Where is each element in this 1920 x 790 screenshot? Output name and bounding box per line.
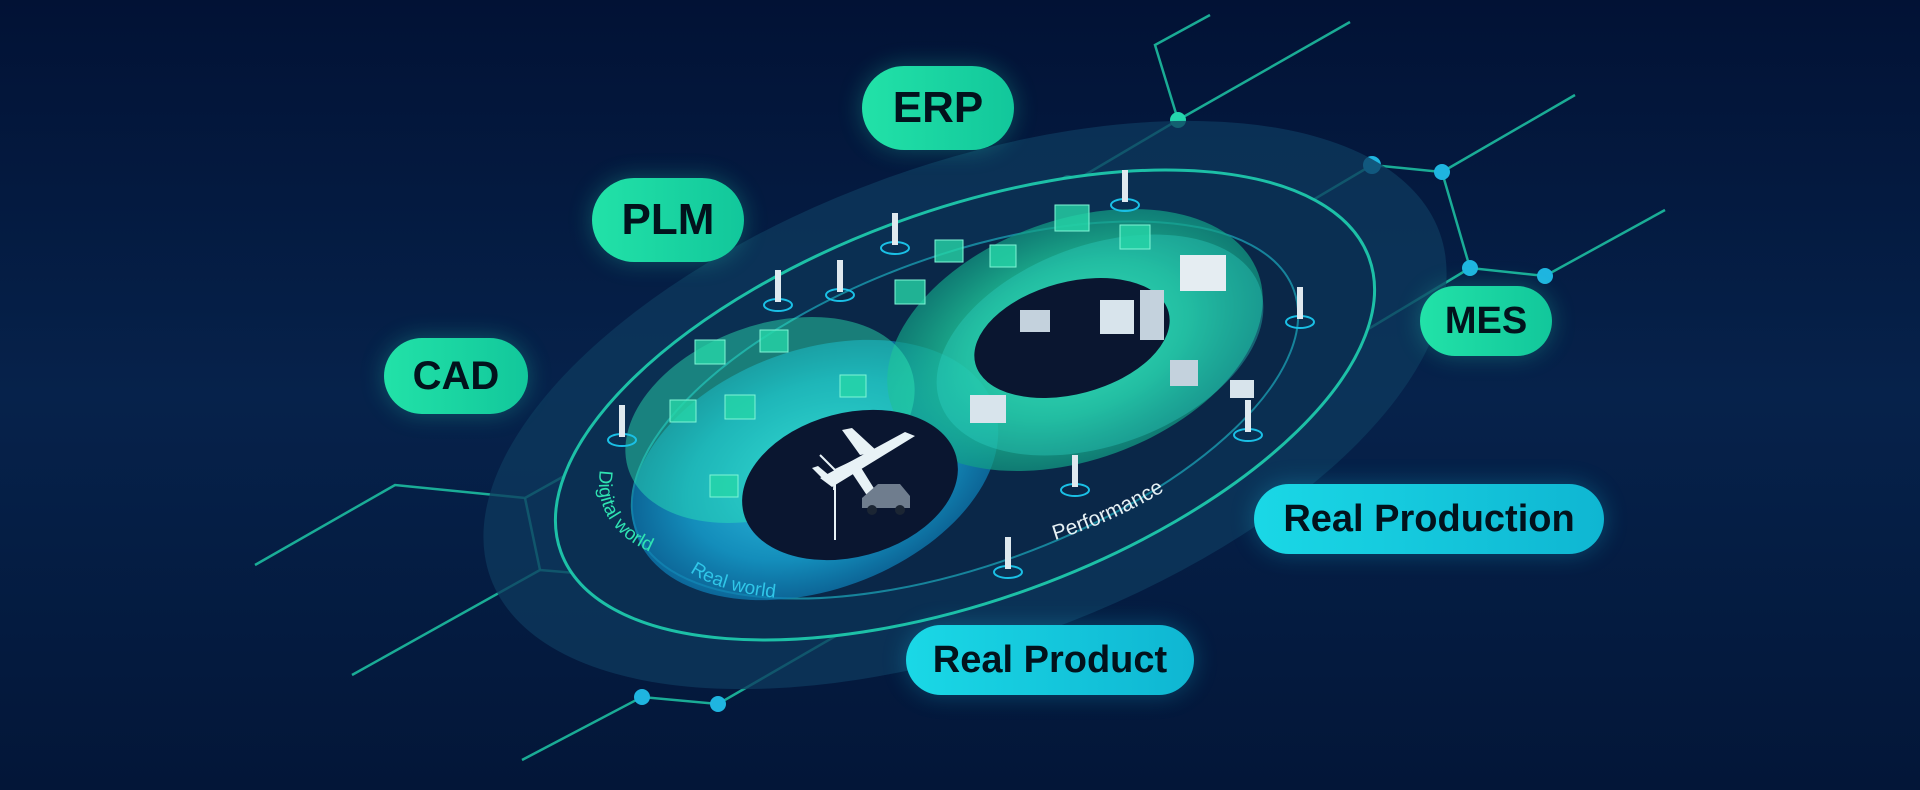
real-production-label: Real Production [1254, 484, 1604, 554]
machine-blocks [970, 255, 1254, 423]
erp-label: ERP [862, 66, 1014, 150]
cad-label: CAD [384, 338, 528, 414]
holo-screens [669, 204, 1151, 498]
product-core [742, 409, 958, 561]
people-markers [607, 170, 1315, 579]
car-icon [862, 484, 910, 515]
plm-label: PLM [592, 178, 744, 262]
wind-turbine-icon [819, 454, 853, 540]
mes-label: MES [1420, 286, 1552, 356]
real-product-label: Real Product [906, 625, 1194, 695]
